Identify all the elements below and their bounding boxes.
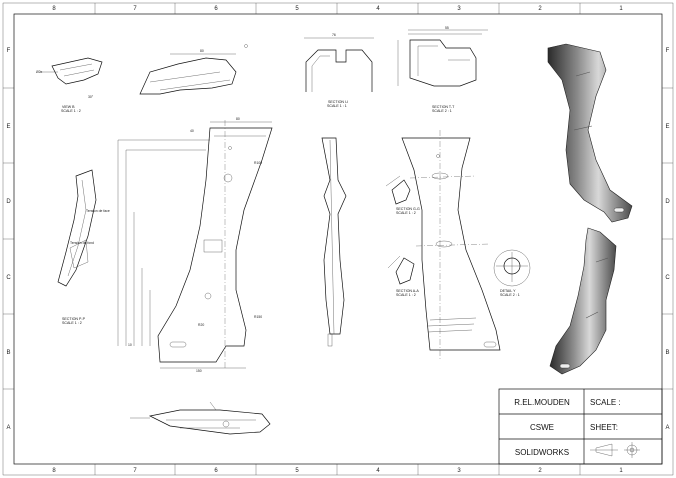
isometric-view-top (547, 43, 633, 223)
section-gg: SECTION G-G SCALE 1 : 2 (385, 175, 420, 215)
software-label: SOLIDWORKS (515, 448, 569, 457)
section-aa-title: SECTION A-A (396, 289, 419, 293)
zone-col-8: 8 (52, 6, 56, 12)
zone-row-F: F (7, 48, 11, 54)
dim-80-top: 80 (200, 49, 204, 53)
zone-col-6: 6 (214, 6, 218, 12)
side-profile-view (321, 137, 347, 347)
zone-col-2-bottom: 2 (538, 468, 542, 474)
zone-row-F-right: F (666, 48, 670, 54)
org-label: CSWE (530, 423, 554, 432)
dim-r150: R150 (254, 315, 262, 319)
bottom-plan-view (130, 401, 271, 435)
isometric-view-bottom (549, 227, 617, 375)
sheet-label: SHEET: (590, 423, 618, 432)
zone-col-4: 4 (376, 6, 380, 12)
dim-55: 55 (445, 26, 449, 30)
top-profile-view: 80 (139, 44, 248, 95)
zone-col-7: 7 (133, 6, 137, 12)
view-b: Ø2x 30° VIEW B SCALE 1 : 2 (36, 57, 103, 113)
zone-col-3: 3 (457, 6, 461, 12)
zone-row-A-right: A (665, 425, 669, 431)
zone-row-C: C (6, 275, 11, 281)
view-b-scale: SCALE 1 : 2 (61, 109, 81, 113)
section-tt-title: SECTION T-T (432, 105, 455, 109)
zone-col-4-bottom: 4 (376, 468, 380, 474)
section-gg-scale: SCALE 1 : 2 (396, 211, 416, 215)
section-ii: 76 SECTION I-I SCALE 1 : 1 (304, 33, 374, 108)
zone-row-C-right: C (665, 275, 670, 281)
note-tension-fond: Tension de fond (70, 241, 94, 245)
main-front-view: 80 150 R100 R150 R20 40 10 (117, 117, 273, 373)
zone-col-5: 5 (295, 6, 299, 12)
title-block: R.EL.MOUDEN SCALE : CSWE SHEET: SOLIDWOR… (498, 388, 663, 465)
zone-col-1-bottom: 1 (619, 468, 623, 474)
author-label: R.EL.MOUDEN (514, 398, 570, 407)
zone-row-D-right: D (665, 199, 670, 205)
detail-y-title: DETAIL Y (500, 289, 516, 293)
section-tt: 55 SECTION T-T SCALE 2 : 1 (397, 26, 488, 113)
view-b-title: VIEW B (62, 105, 75, 109)
zone-row-B: B (6, 350, 10, 356)
zone-col-6-bottom: 6 (214, 468, 218, 474)
dim-150: 150 (196, 369, 202, 373)
zone-labels-bottom: 8 7 6 5 4 3 2 1 (52, 468, 623, 474)
svg-text:30°: 30° (88, 95, 94, 99)
zone-row-E: E (6, 124, 10, 130)
dim-40: 40 (190, 129, 194, 133)
zone-labels-sides: F E D C B A F E D C B A (6, 48, 670, 431)
zone-ticks (3, 3, 673, 475)
dim-r20: R20 (198, 323, 204, 327)
section-pp-title: SECTION P-P (62, 317, 86, 321)
dim-r100: R100 (254, 161, 262, 165)
zone-row-E-right: E (665, 124, 669, 130)
section-aa: SECTION A-A SCALE 1 : 2 (387, 255, 419, 297)
dim-76: 76 (332, 33, 336, 37)
right-front-view (401, 130, 501, 360)
section-pp-scale: SCALE 1 : 2 (62, 321, 82, 325)
zone-row-D: D (6, 199, 11, 205)
section-ii-title: SECTION I-I (328, 100, 348, 104)
dim-80: 80 (236, 117, 240, 121)
detail-y-scale: SCALE 2 : 1 (500, 293, 520, 297)
zone-col-3-bottom: 3 (457, 468, 461, 474)
projection-symbol-icon (590, 442, 640, 458)
zone-col-8-bottom: 8 (52, 468, 56, 474)
zone-col-7-bottom: 7 (133, 468, 137, 474)
zone-row-A: A (6, 425, 10, 431)
zone-col-2: 2 (538, 6, 542, 12)
section-gg-title: SECTION G-G (396, 207, 420, 211)
section-ii-scale: SCALE 1 : 1 (327, 104, 347, 108)
zone-col-1: 1 (619, 6, 623, 12)
zone-row-B-right: B (665, 350, 669, 356)
zone-col-5-bottom: 5 (295, 468, 299, 474)
section-pp: Tension de face Tension de fond SECTION … (57, 169, 110, 325)
zone-labels-top: 8 7 6 5 4 3 2 1 (52, 6, 623, 12)
svg-text:Ø2x: Ø2x (36, 70, 43, 74)
section-aa-scale: SCALE 1 : 2 (396, 293, 416, 297)
section-tt-scale: SCALE 2 : 1 (432, 109, 452, 113)
dim-10: 10 (128, 343, 132, 347)
scale-label: SCALE : (590, 398, 621, 407)
note-tension-face: Tension de face (86, 209, 110, 213)
detail-y: DETAIL Y SCALE 2 : 1 (493, 249, 531, 297)
